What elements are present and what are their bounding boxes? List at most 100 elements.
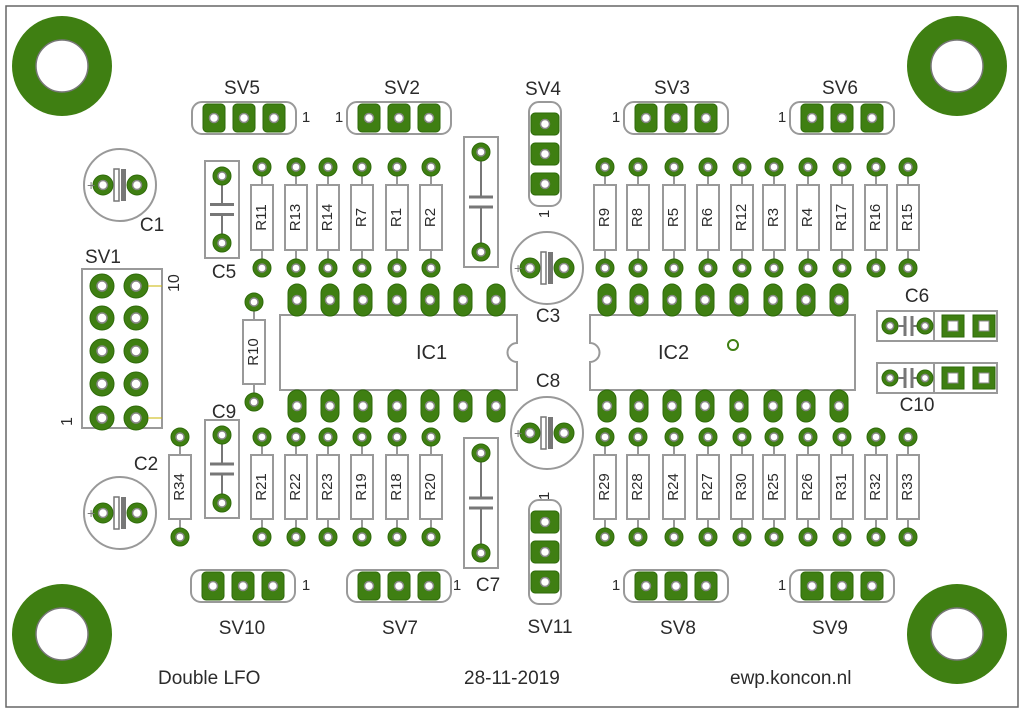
resistor-label-r21: R21 — [253, 473, 270, 501]
resistor-label-r22: R22 — [287, 473, 304, 501]
header-pin1-sv9: 1 — [778, 577, 786, 594]
capacitor-c6: C6 — [876, 286, 998, 342]
capacitor-label-c3: C3 — [536, 306, 560, 327]
header-pin1-sv2: 1 — [335, 109, 343, 126]
header-label-sv6: SV6 — [822, 78, 858, 99]
resistor-r26: R26 — [796, 427, 820, 547]
sv1-pads — [89, 273, 162, 431]
capacitor-c1: + C1 — [83, 148, 164, 236]
resistor-r33: R33 — [896, 427, 920, 547]
header-label-sv4: SV4 — [525, 79, 561, 100]
resistor-r12: R12 — [730, 157, 754, 278]
resistor-r6: R6 — [696, 157, 720, 278]
header-label-sv3: SV3 — [654, 78, 690, 99]
board-title: Double LFO — [158, 668, 260, 689]
capacitor-c10: C10 — [876, 362, 998, 416]
resistor-label-r27: R27 — [699, 473, 716, 501]
resistor-label-r24: R24 — [665, 473, 682, 501]
header-label-sv9: SV9 — [812, 618, 848, 639]
resistor-label-r3: R3 — [765, 208, 782, 227]
resistor-r4: R4 — [796, 157, 820, 278]
resistor-r17: R17 — [830, 157, 854, 278]
header-pin1-sv3: 1 — [612, 109, 620, 126]
sv1-pin1-label: 1 — [59, 417, 76, 426]
header-sv10: SV10 1 — [190, 569, 310, 639]
header-pin1-sv11: 1 — [536, 492, 553, 500]
resistor-label-r30: R30 — [733, 473, 750, 501]
resistor-r24: R24 — [662, 427, 686, 547]
header-sv2: SV2 1 — [335, 78, 452, 135]
resistor-label-r10: R10 — [245, 338, 262, 366]
header-pin1-sv5: 1 — [302, 109, 310, 126]
resistor-label-r25: R25 — [765, 473, 782, 501]
resistor-r19: R19 — [350, 427, 374, 547]
ic2: IC2 — [589, 314, 856, 391]
mounting-hole-top-right — [907, 16, 1007, 116]
resistor-label-r31: R31 — [833, 473, 850, 501]
resistor-r30: R30 — [730, 427, 754, 547]
resistor-label-r19: R19 — [353, 473, 370, 501]
header-pin1-sv10: 1 — [302, 577, 310, 594]
header-pin1-sv6: 1 — [778, 109, 786, 126]
resistor-r15: R15 — [896, 157, 920, 278]
resistor-r9: R9 — [593, 157, 617, 278]
header-pin1-sv4: 1 — [536, 210, 553, 218]
ic1: IC1 — [279, 314, 518, 391]
resistor-label-r28: R28 — [629, 473, 646, 501]
resistor-label-r20: R20 — [422, 473, 439, 501]
capacitor-label-c9: C9 — [212, 402, 236, 423]
capacitor-c8: + C8 — [510, 371, 584, 470]
resistor-label-r18: R18 — [388, 473, 405, 501]
resistor-r32: R32 — [864, 427, 888, 547]
ic1-label: IC1 — [416, 342, 447, 364]
header-pin1-sv8: 1 — [612, 577, 620, 594]
svg-text:+: + — [514, 425, 522, 441]
resistor-r20: R20 — [419, 427, 443, 547]
header-label-sv7: SV7 — [382, 618, 418, 639]
svg-text:+: + — [514, 260, 522, 276]
resistor-r8: R8 — [626, 157, 650, 278]
board-website: ewp.koncon.nl — [730, 668, 851, 689]
capacitor-label-c2: C2 — [134, 454, 158, 475]
resistor-r3: R3 — [762, 157, 786, 278]
resistor-label-r7: R7 — [353, 208, 370, 227]
header-label-sv11: SV11 — [527, 617, 572, 638]
svg-text:+: + — [87, 505, 95, 521]
resistor-label-r6: R6 — [699, 208, 716, 227]
capacitor-c7: C7 — [463, 437, 500, 596]
header-label-sv10: SV10 — [219, 618, 265, 639]
capacitor-label-c8: C8 — [536, 371, 560, 392]
resistor-label-r14: R14 — [319, 204, 336, 232]
resistor-label-r23: R23 — [319, 473, 336, 501]
resistor-r11: R11 — [250, 157, 274, 278]
resistor-r34: R34 — [168, 427, 192, 547]
resistor-r13: R13 — [284, 157, 308, 278]
resistor-label-r11: R11 — [253, 204, 270, 230]
resistor-label-r1: R1 — [388, 208, 405, 227]
resistor-r31: R31 — [830, 427, 854, 547]
resistor-label-r26: R26 — [799, 473, 816, 501]
resistor-r14: R14 — [316, 157, 340, 278]
header-sv6: SV6 1 — [778, 78, 895, 135]
capacitor-c3: + C3 — [510, 231, 584, 327]
svg-text:+: + — [87, 177, 95, 193]
header-pin1-sv7: 1 — [453, 577, 461, 594]
capacitor-label-c5: C5 — [212, 262, 236, 283]
board-date: 28-11-2019 — [464, 668, 560, 689]
capacitor-label-c1: C1 — [140, 215, 164, 236]
resistor-label-r32: R32 — [867, 473, 884, 501]
capacitor-label-c10: C10 — [900, 395, 935, 416]
sv1-pin10-label: 10 — [166, 274, 183, 292]
header-label-sv2: SV2 — [384, 78, 420, 99]
resistor-r10: R10 — [242, 292, 266, 412]
ic2-label: IC2 — [658, 342, 689, 364]
resistor-label-r33: R33 — [899, 473, 916, 501]
header-label-sv8: SV8 — [660, 618, 696, 639]
capacitor-label-c7: C7 — [476, 575, 500, 596]
resistor-r25: R25 — [762, 427, 786, 547]
resistor-r27: R27 — [696, 427, 720, 547]
resistor-label-r29: R29 — [596, 473, 613, 501]
